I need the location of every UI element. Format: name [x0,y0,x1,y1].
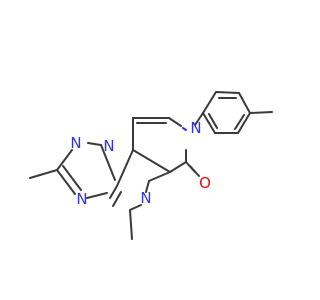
bond [238,92,251,114]
atom-label-n: N [70,134,81,152]
bond [129,209,133,240]
bond [87,142,102,146]
bond [148,171,171,182]
bond [109,185,118,199]
bond [169,161,187,173]
atom-label-o: O [199,174,211,192]
atom-label-n: N [103,137,114,155]
bond [249,111,273,114]
bond [182,127,187,131]
bond [62,165,82,191]
bond [56,169,76,195]
bond [100,144,116,181]
bond [116,149,134,187]
bond-lines [29,91,273,240]
bond [29,169,58,179]
atom-label-n: N [190,119,201,137]
bond [208,113,218,129]
bond [237,112,251,134]
molecule-structure: N O N N N N [29,91,273,240]
atom-label-n: N [76,190,87,208]
bond [194,112,204,126]
atom-label-n: N [140,189,151,207]
bond [145,180,150,193]
bond [129,204,142,211]
bond [234,114,245,130]
bond [132,149,171,173]
bond [112,191,122,207]
bond [202,91,217,114]
bond [189,165,200,177]
bond [202,112,216,134]
atom-labels: N O N N N N [70,119,211,208]
bond [56,149,73,171]
bond [86,192,108,199]
bond [168,117,182,127]
bond [215,91,240,94]
